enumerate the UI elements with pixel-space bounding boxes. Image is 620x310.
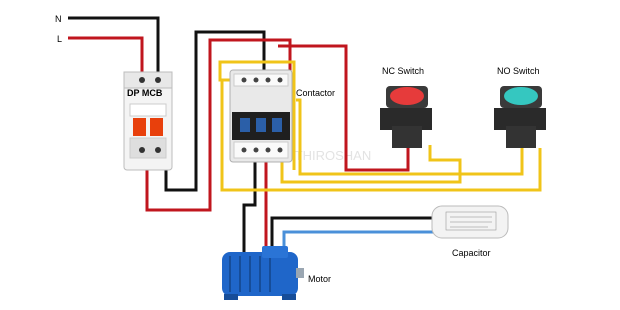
no-button-cap — [504, 87, 538, 105]
neutral-label: N — [55, 14, 62, 24]
contactor-label: Contactor — [296, 88, 335, 98]
no-switch-label: NO Switch — [497, 66, 540, 76]
line-supply-wire — [68, 36, 144, 74]
control-yellow-wire-3 — [280, 145, 462, 184]
control-yellow-wire-2 — [220, 80, 542, 192]
watermark-text: ETHIROSHAN — [286, 148, 371, 163]
motor-to-capacitor-blue-wire — [282, 230, 436, 258]
mcb-label: DP MCB — [127, 88, 163, 98]
nc-switch — [380, 86, 432, 148]
neutral-supply-wire — [68, 16, 160, 74]
capacitor-label: Capacitor — [452, 248, 491, 258]
coil-to-nc-wire — [278, 44, 410, 172]
no-switch — [494, 86, 546, 148]
motor-label: Motor — [308, 274, 331, 284]
control-yellow-wire-1 — [218, 60, 296, 170]
line-label: L — [57, 34, 62, 44]
capacitor — [431, 205, 509, 239]
dp-mcb — [123, 71, 173, 171]
nc-button-cap — [390, 87, 424, 105]
control-yellow-wire-4 — [296, 98, 524, 176]
nc-switch-label: NC Switch — [382, 66, 424, 76]
contactor-to-motor-black-wire — [242, 160, 257, 258]
contactor — [229, 69, 293, 163]
motor-to-capacitor-black-wire — [270, 216, 436, 258]
motor — [222, 246, 304, 300]
